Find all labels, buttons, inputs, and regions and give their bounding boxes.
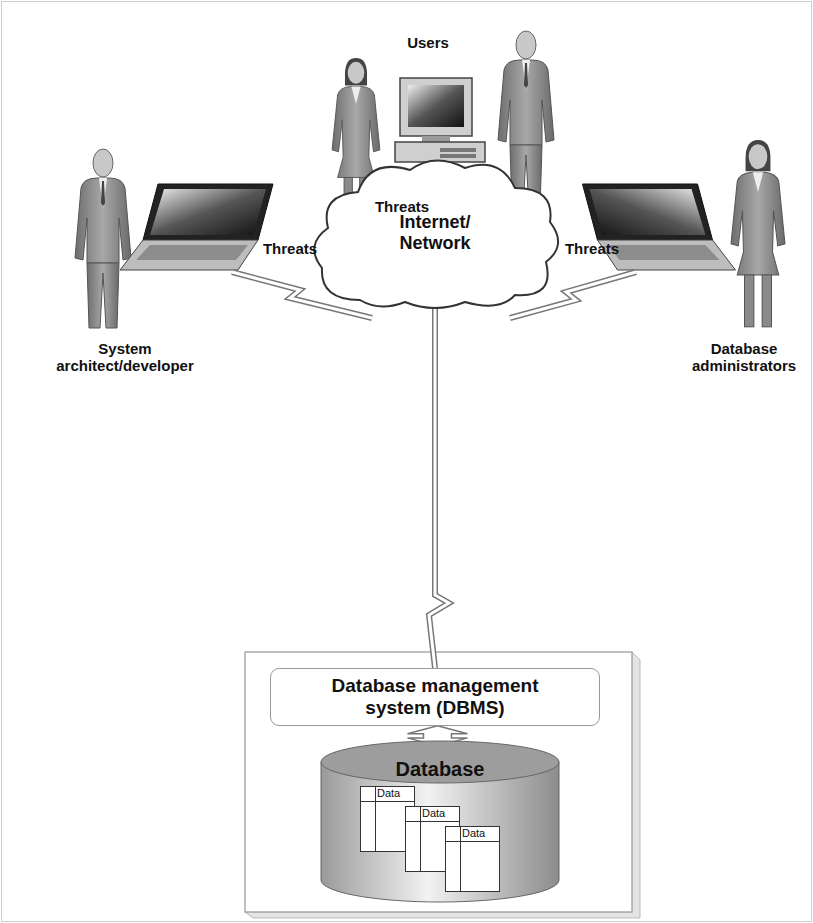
group-label: Users — [393, 34, 463, 51]
network-cloud: Internet/ Network — [300, 150, 570, 315]
table-header: Data — [422, 807, 445, 820]
group-label: Threats — [258, 240, 322, 257]
group-label: Threats — [370, 198, 434, 215]
table-header: Data — [377, 787, 400, 800]
node-label: Database management system (DBMS) — [310, 675, 560, 719]
node-label: Internet/ Network — [375, 212, 495, 253]
data-table: Data — [445, 826, 500, 892]
dbms-box: Database management system (DBMS) — [270, 668, 600, 726]
role-label: System architect/developer — [30, 340, 220, 375]
server-housing — [245, 652, 640, 918]
lightning-link — [429, 303, 449, 668]
role-label: Database administrators — [680, 340, 808, 375]
node-label: Database — [396, 758, 485, 781]
desktop-computer — [395, 78, 485, 162]
table-header: Data — [462, 827, 485, 840]
database-cylinder: DatabaseDataDataData — [320, 740, 560, 905]
group-label: Threats — [560, 240, 624, 257]
